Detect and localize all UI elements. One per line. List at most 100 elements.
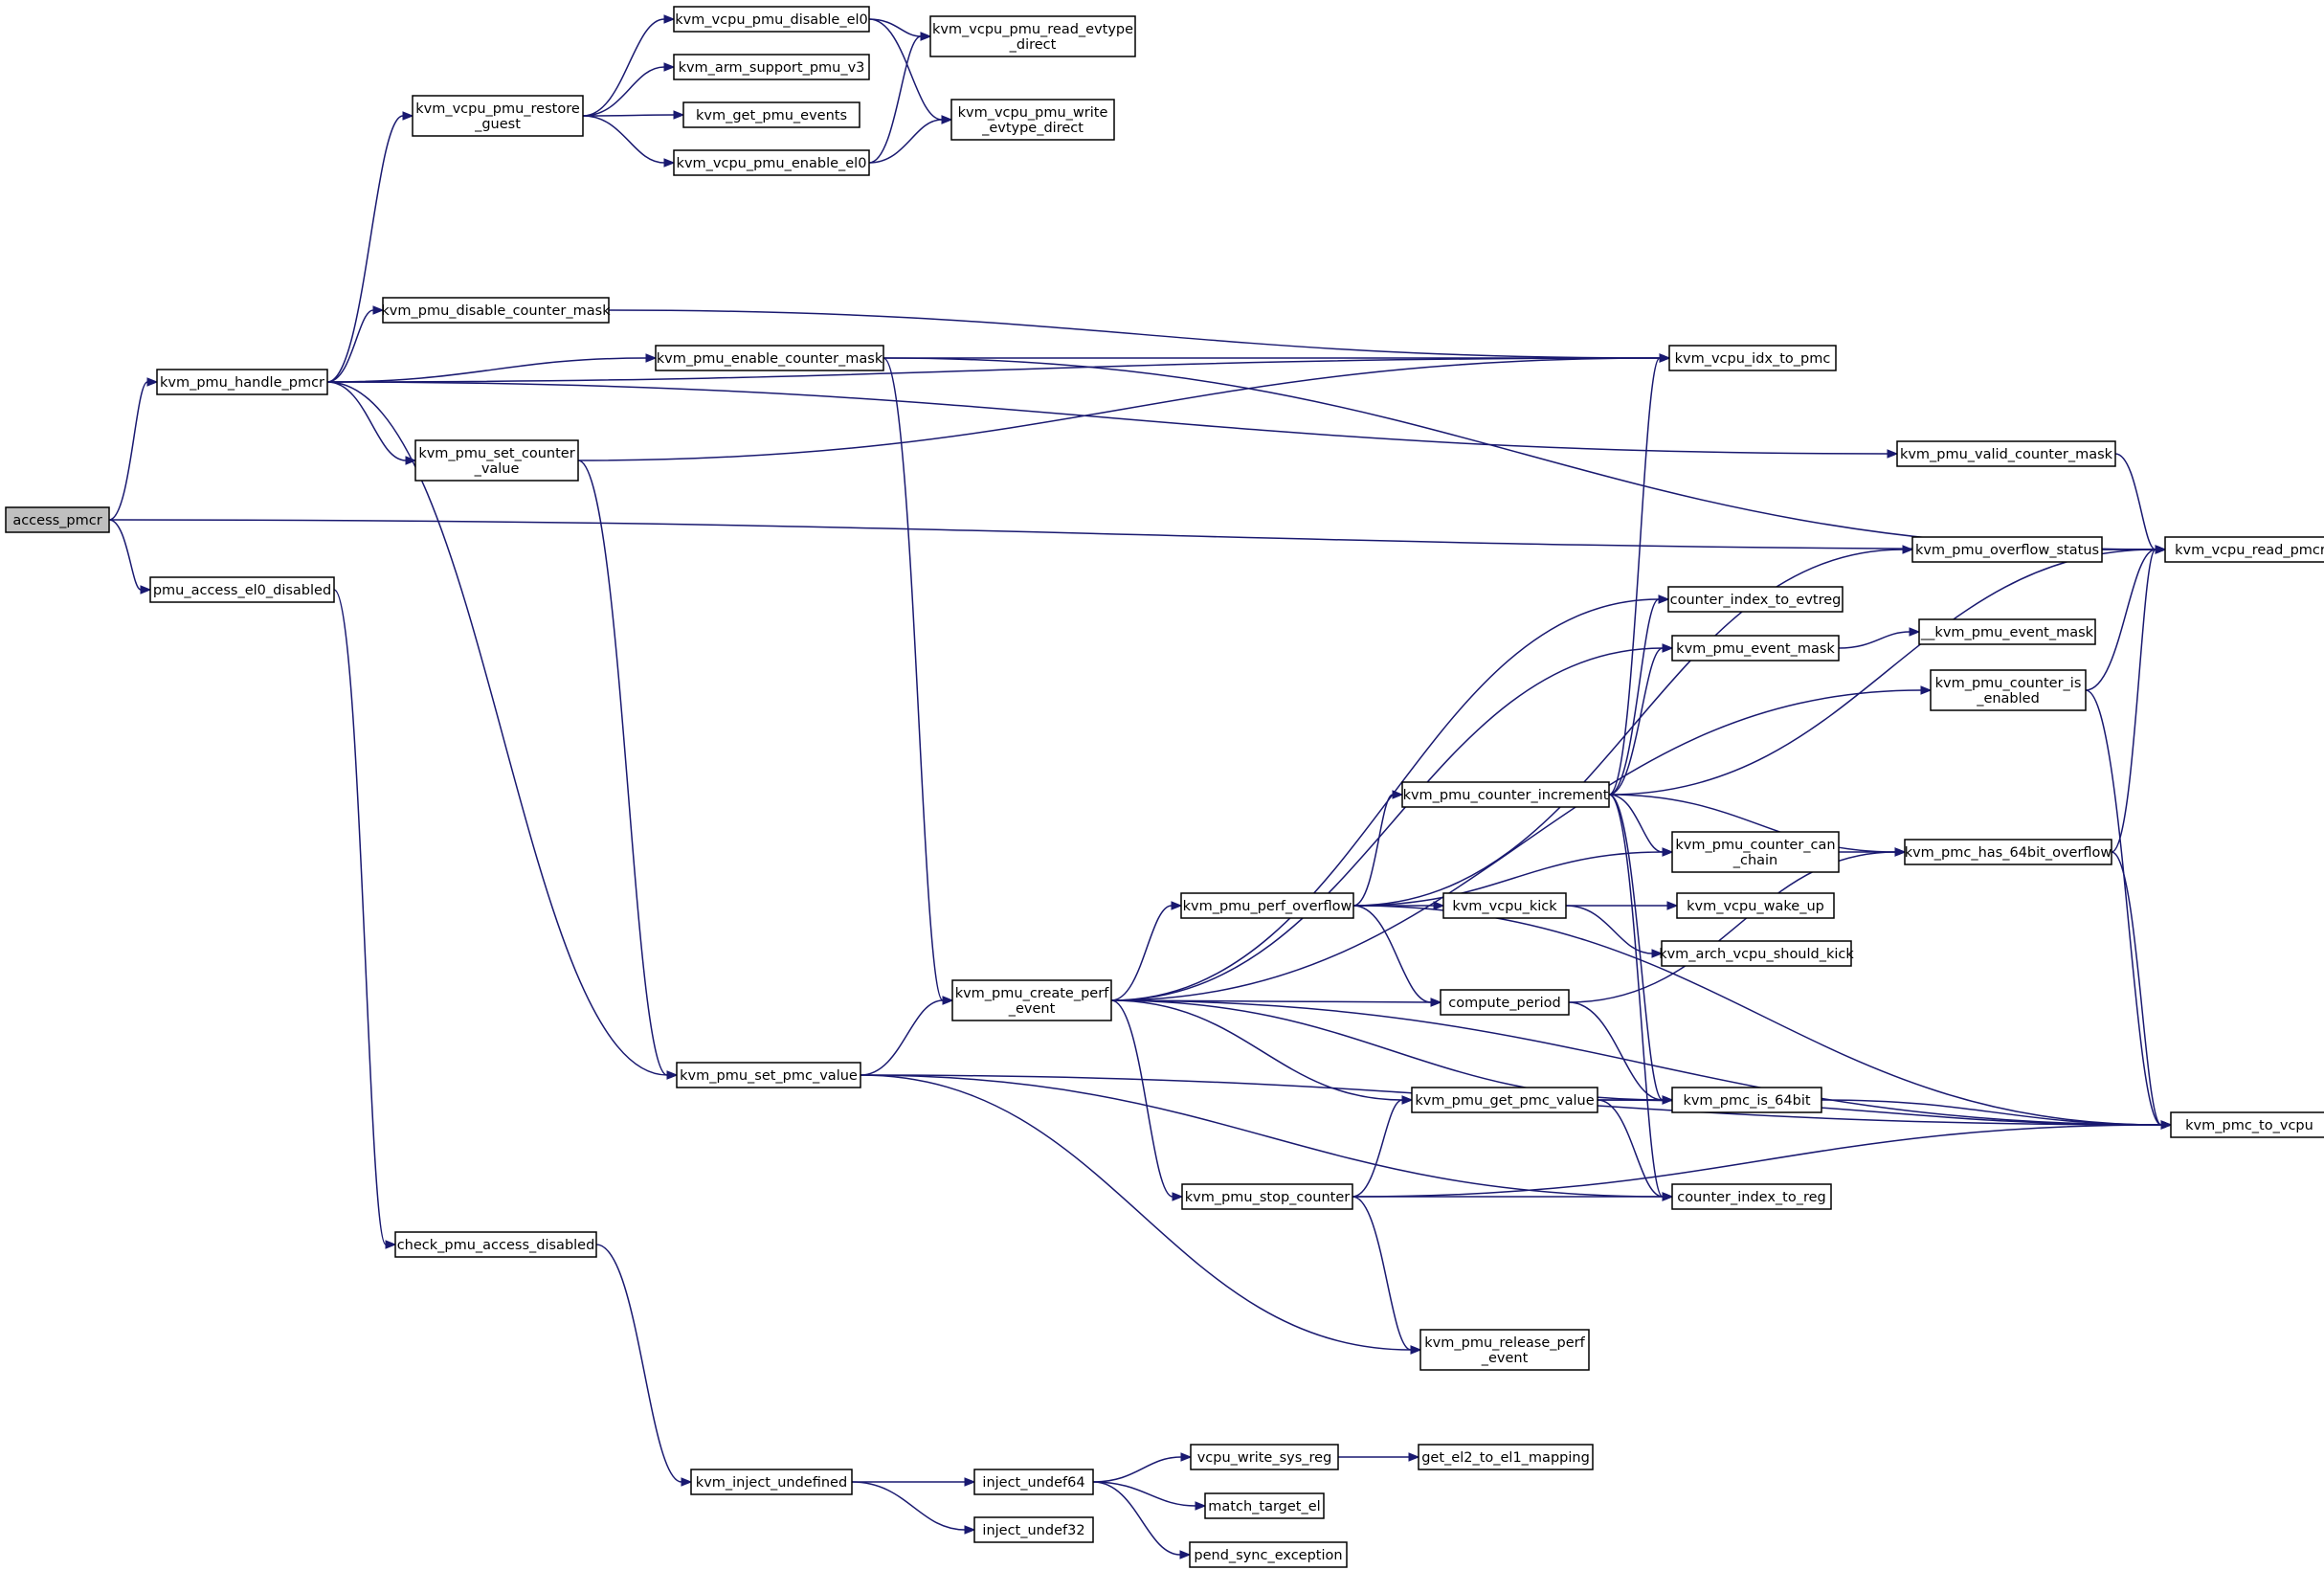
edge-line — [860, 1074, 1412, 1351]
edge-arrowhead — [1172, 1192, 1184, 1201]
node-vcpu-write-sys-reg[interactable]: vcpu_write_sys_reg — [1190, 1444, 1339, 1470]
node-kvm-vcpu-pmu-restore-guest[interactable]: kvm_vcpu_pmu_restore_guest — [412, 95, 584, 137]
edge-check-pmu-access-disabled-to-kvm-inject-undefined — [595, 1244, 693, 1487]
node-check-pmu-access-disabled[interactable]: check_pmu_access_disabled — [394, 1231, 597, 1258]
node-label: counter_index_to_reg — [1677, 1190, 1826, 1205]
edge-line — [326, 381, 407, 461]
edge-arrowhead — [1430, 998, 1442, 1007]
node-kvm-vcpu-kick[interactable]: kvm_vcpu_kick — [1442, 892, 1567, 919]
node-kvm-vcpu-idx-to-pmc[interactable]: kvm_vcpu_idx_to_pmc — [1668, 345, 1837, 371]
node-label: _guest — [474, 117, 521, 132]
edge-arrowhead — [140, 585, 152, 594]
node-kvm-pmu-disable-counter-mask[interactable]: kvm_pmu_disable_counter_mask — [381, 297, 611, 324]
node-kvm-pmu-perf-overflow[interactable]: kvm_pmu_perf_overflow — [1180, 892, 1354, 919]
edge-kvm-pmu-handle-pmcr-to-kvm-pmu-set-counter-value — [326, 381, 417, 465]
edge-line — [868, 18, 922, 37]
node-label: _direct — [1009, 37, 1057, 53]
edge-line — [582, 66, 665, 117]
node-box — [149, 576, 335, 603]
node-inject-undef32[interactable]: inject_undef32 — [973, 1516, 1094, 1543]
node-get-el2-to-el1-mapping[interactable]: get_el2_to_el1_mapping — [1418, 1444, 1594, 1470]
node-label: kvm_vcpu_pmu_write — [958, 105, 1108, 121]
edge-line — [868, 18, 943, 121]
node-box — [1668, 345, 1837, 371]
node-box — [1440, 989, 1570, 1016]
edge-kvm-pmu-create-perf-event-to-kvm-pmu-get-pmc-value — [1110, 999, 1414, 1105]
edge-line — [326, 381, 668, 1076]
node-kvm-pmu-set-counter-value[interactable]: kvm_pmu_set_counter_value — [414, 439, 579, 482]
node-label: kvm_arm_support_pmu_v3 — [679, 60, 865, 76]
node-kvm-vcpu-wake-up[interactable]: kvm_vcpu_wake_up — [1676, 892, 1835, 919]
edge-arrowhead — [681, 1477, 693, 1487]
node-pend-sync-exception[interactable]: pend_sync_exception — [1189, 1541, 1348, 1568]
edge-kvm-vcpu-pmu-restore-guest-to-kvm-get-pmu-events — [582, 110, 685, 120]
node-box — [1667, 586, 1844, 613]
node-label: kvm_pmc_to_vcpu — [2185, 1118, 2313, 1133]
node-label: inject_undef32 — [982, 1523, 1084, 1538]
edge-line — [860, 999, 944, 1076]
edge-line — [108, 519, 142, 591]
node-kvm-pmu-counter-can-chain[interactable]: kvm_pmu_counter_can_chain — [1671, 831, 1840, 873]
edge-access-pmcr-to-pmu-access-el0-disabled — [108, 519, 152, 594]
node-kvm-pmu-set-pmc-value[interactable]: kvm_pmu_set_pmc_value — [676, 1062, 861, 1088]
node-kvm-pmu-create-perf-event[interactable]: kvm_pmu_create_perf_event — [951, 979, 1112, 1021]
edge-kvm-vcpu-pmu-enable-el0-to-kvm-vcpu-pmu-write-evtype-direct — [868, 115, 953, 164]
node-box — [382, 297, 610, 324]
node-kvm-arch-vcpu-should-kick[interactable]: kvm_arch_vcpu_should_kick — [1659, 940, 1854, 967]
node-inject-undef64[interactable]: inject_undef64 — [973, 1469, 1094, 1495]
node-kvm-vcpu-pmu-read-evtype-direct[interactable]: kvm_vcpu_pmu_read_evtype_direct — [929, 15, 1136, 57]
node-kvm-pmu-event-mask[interactable]: __kvm_pmu_event_mask — [1918, 618, 2096, 645]
node-counter-index-to-evtreg[interactable]: counter_index_to_evtreg — [1667, 586, 1844, 613]
node-label: kvm_pmu_overflow_status — [1915, 543, 2099, 558]
node-box — [690, 1469, 853, 1495]
edge-inject-undef64-to-match-target-el — [1092, 1481, 1207, 1511]
edge-line — [1110, 999, 1173, 1198]
node-match-target-el[interactable]: match_target_el — [1204, 1492, 1325, 1519]
node-kvm-pmc-to-vcpu[interactable]: kvm_pmc_to_vcpu — [2170, 1111, 2324, 1138]
node-kvm-pmu-release-perf-event[interactable]: kvm_pmu_release_perf_event — [1419, 1329, 1590, 1371]
node-kvm-arm-support-pmu-v3[interactable]: kvm_arm_support_pmu_v3 — [673, 54, 870, 80]
edge-arrowhead — [1658, 594, 1670, 604]
edge-arrowhead — [1179, 1550, 1192, 1559]
edge-inject-undef64-to-vcpu-write-sys-reg — [1092, 1452, 1193, 1483]
node-kvm-pmu-event-mask[interactable]: kvm_pmu_event_mask — [1671, 635, 1840, 662]
node-box — [1896, 440, 2116, 467]
edge-kvm-pmu-handle-pmcr-to-kvm-vcpu-pmu-restore-guest — [326, 111, 414, 383]
node-kvm-pmc-is-64bit[interactable]: kvm_pmc_is_64bit — [1671, 1087, 1822, 1113]
edge-kvm-pmu-set-counter-value-to-kvm-pmu-set-pmc-value — [577, 460, 679, 1080]
edge-arrowhead — [673, 110, 685, 120]
node-counter-index-to-reg[interactable]: counter_index_to_reg — [1671, 1183, 1832, 1210]
node-compute-period[interactable]: compute_period — [1440, 989, 1570, 1016]
node-kvm-vcpu-pmu-write-evtype-direct[interactable]: kvm_vcpu_pmu_write_evtype_direct — [950, 99, 1115, 141]
node-label: pmu_access_el0_disabled — [153, 583, 331, 598]
edge-line — [1352, 794, 1394, 907]
node-kvm-inject-undefined[interactable]: kvm_inject_undefined — [690, 1469, 853, 1495]
node-kvm-pmu-handle-pmcr[interactable]: kvm_pmu_handle_pmcr — [156, 369, 328, 395]
node-box — [1190, 1444, 1339, 1470]
node-kvm-pmu-get-pmc-value[interactable]: kvm_pmu_get_pmc_value — [1411, 1087, 1598, 1113]
edge-arrowhead — [1662, 643, 1674, 653]
edge-line — [2111, 851, 2162, 1126]
node-kvm-vcpu-pmu-enable-el0[interactable]: kvm_vcpu_pmu_enable_el0 — [673, 149, 870, 176]
node-box — [1189, 1541, 1348, 1568]
edge-line — [608, 309, 1661, 359]
node-access-pmcr[interactable]: access_pmcr — [5, 506, 110, 533]
edge-arrowhead — [1662, 1192, 1674, 1201]
node-label: kvm_pmu_get_pmc_value — [1415, 1093, 1594, 1109]
edge-line — [1352, 1124, 2162, 1198]
node-kvm-pmc-has-64bit-overflow[interactable]: kvm_pmc_has_64bit_overflow — [1904, 839, 2112, 865]
node-kvm-pmu-counter-is-enabled[interactable]: kvm_pmu_counter_is_enabled — [1930, 669, 2087, 711]
node-kvm-vcpu-read-pmcr[interactable]: kvm_vcpu_read_pmcr — [2164, 536, 2324, 563]
node-kvm-get-pmu-events[interactable]: kvm_get_pmu_events — [682, 101, 860, 128]
node-kvm-pmu-valid-counter-mask[interactable]: kvm_pmu_valid_counter_mask — [1896, 440, 2116, 467]
node-kvm-pmu-counter-increment[interactable]: kvm_pmu_counter_increment — [1401, 781, 1610, 808]
edge-kvm-pmu-get-pmc-value-to-counter-index-to-reg — [1597, 1099, 1674, 1201]
node-kvm-pmu-stop-counter[interactable]: kvm_pmu_stop_counter — [1181, 1183, 1353, 1210]
node-kvm-vcpu-pmu-disable-el0[interactable]: kvm_vcpu_pmu_disable_el0 — [673, 6, 870, 33]
edge-line — [1352, 905, 1432, 1003]
node-kvm-pmu-enable-counter-mask[interactable]: kvm_pmu_enable_counter_mask — [655, 345, 884, 371]
node-label: kvm_pmu_enable_counter_mask — [657, 351, 883, 367]
edge-line — [1597, 1099, 1664, 1198]
node-pmu-access-el0-disabled[interactable]: pmu_access_el0_disabled — [149, 576, 335, 603]
node-kvm-pmu-overflow-status[interactable]: kvm_pmu_overflow_status — [1911, 536, 2103, 563]
